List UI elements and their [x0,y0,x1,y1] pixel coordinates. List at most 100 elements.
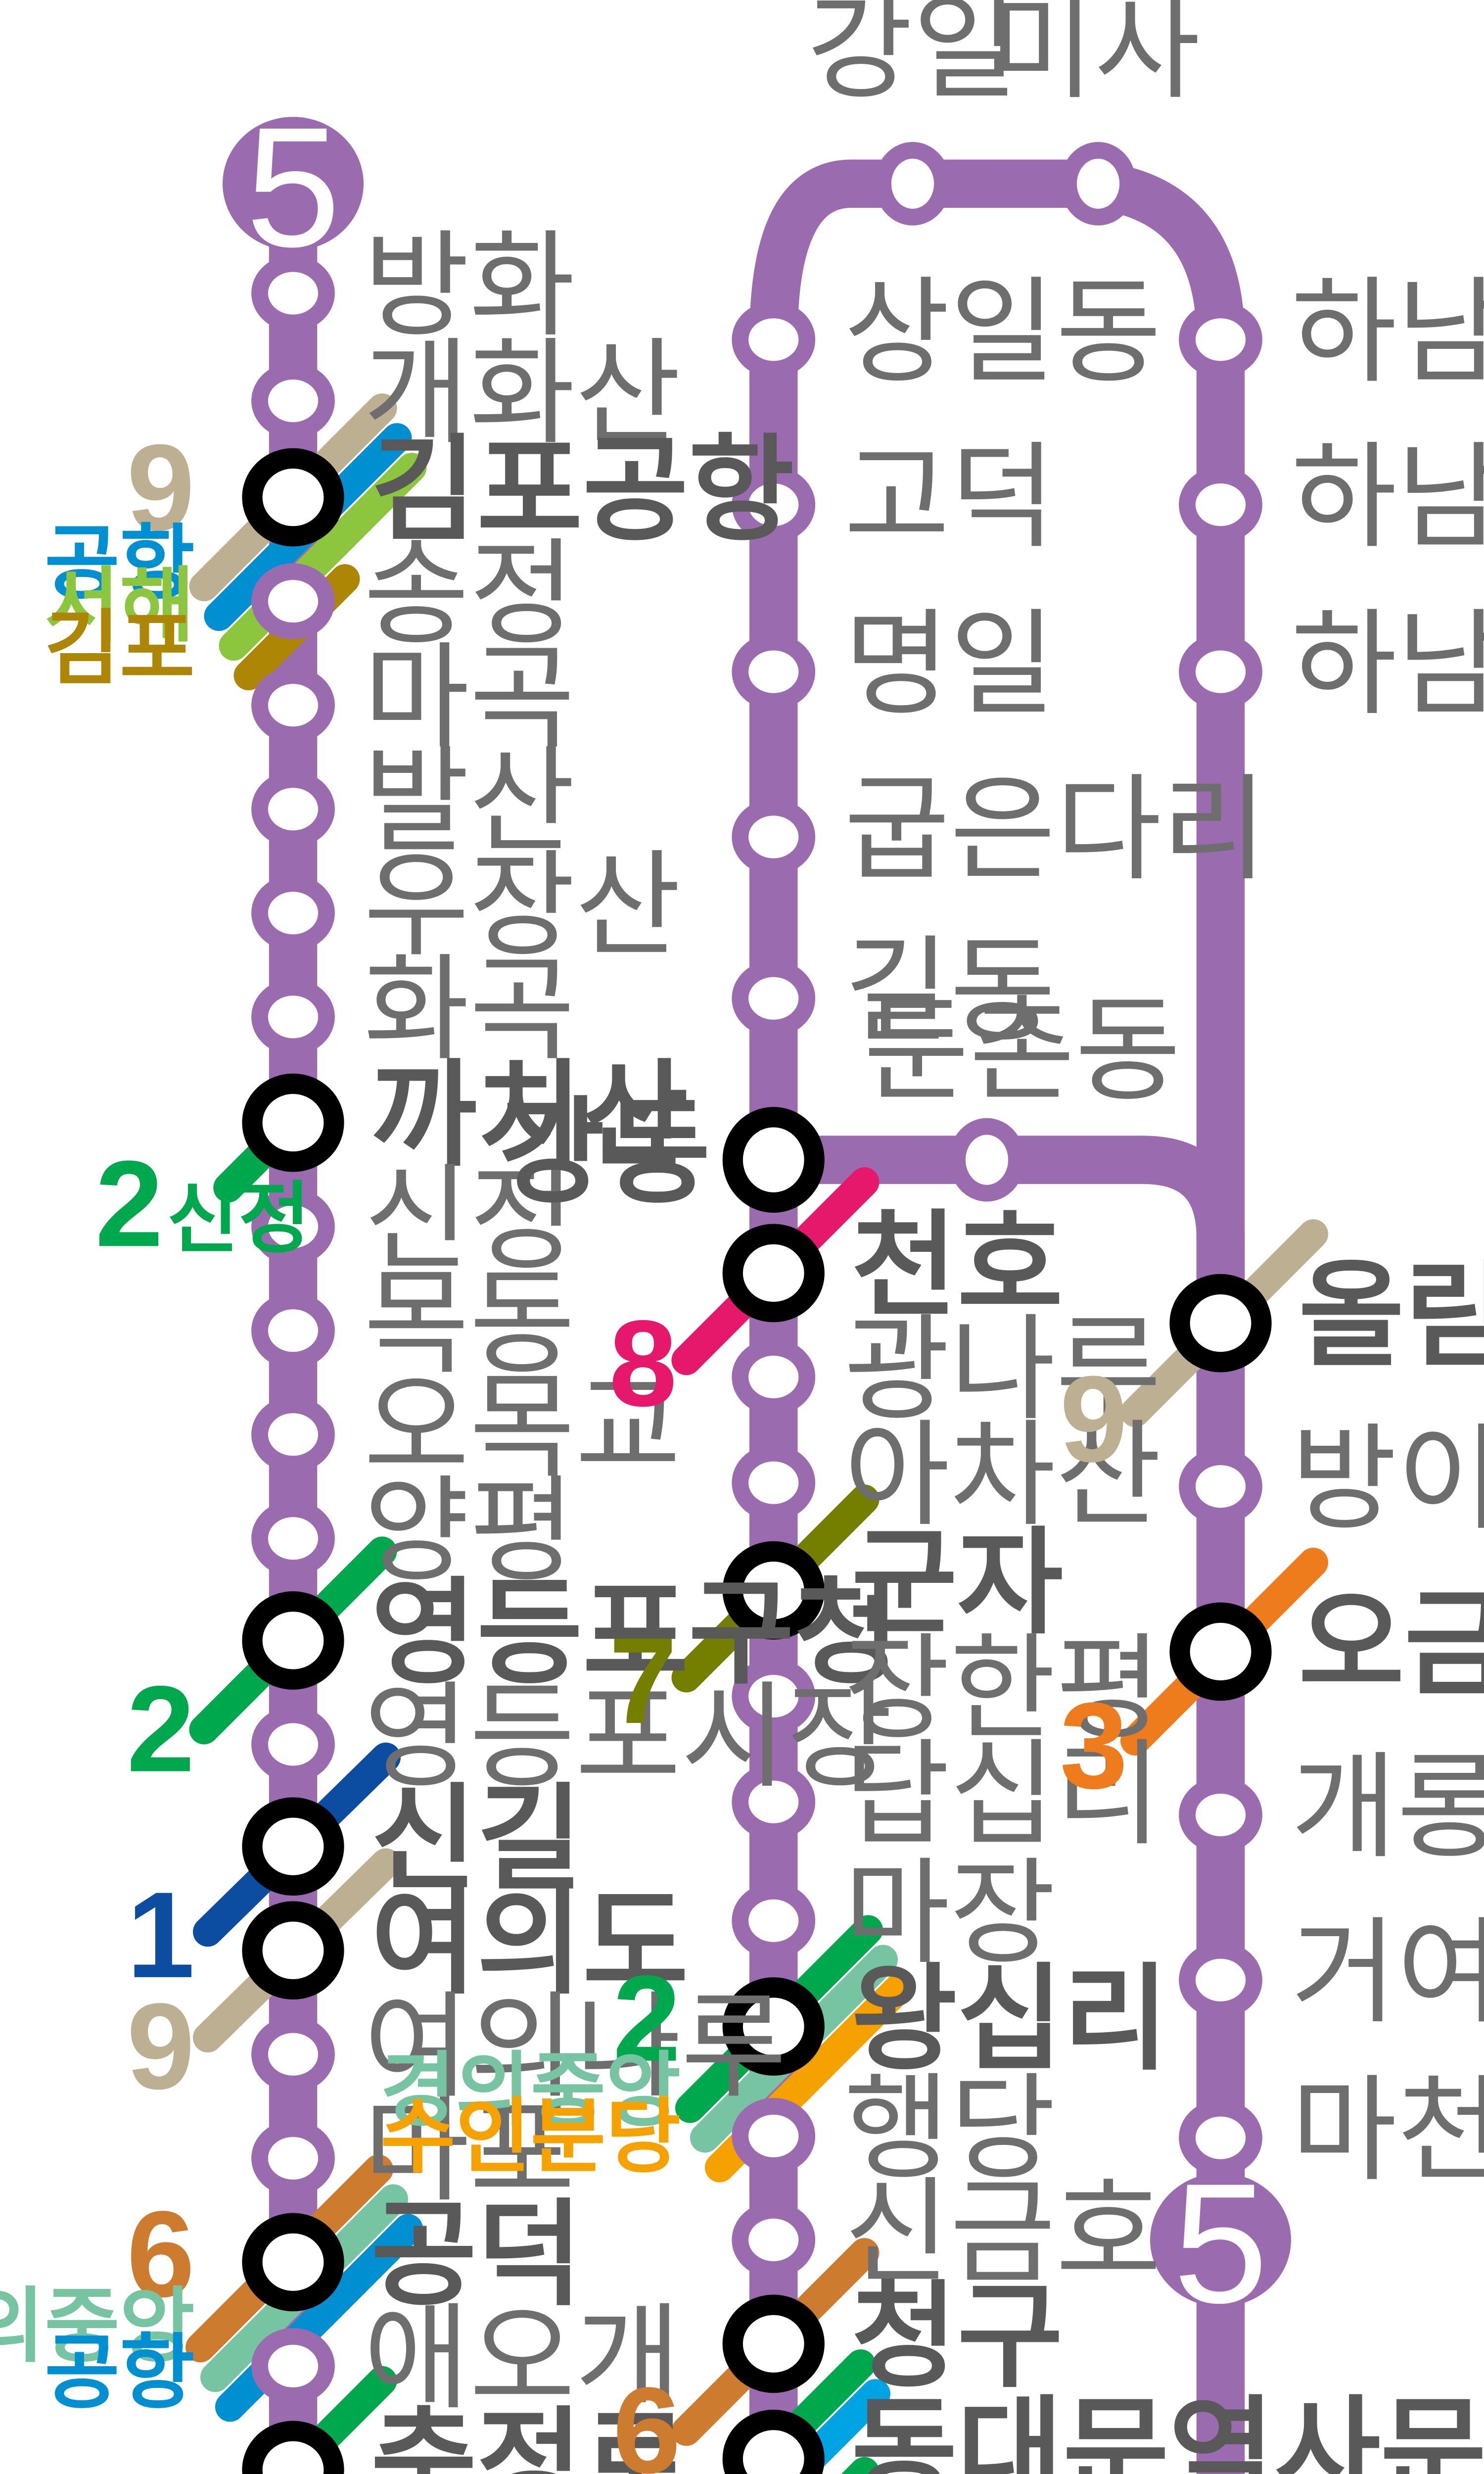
station-dot-magok[interactable] [251,667,335,744]
station-label-misa: 미사 [989,0,1201,113]
station-label-myeongil: 명일 [844,601,1056,729]
station-label-mokdong: 목동 [364,1259,575,1387]
transfer-label-ogeum-line3[interactable]: 3 [1060,1677,1128,1814]
station-dot-ogeum[interactable] [1169,1602,1272,1701]
station-dot-hanam-pungsan[interactable] [1179,301,1262,378]
station-dot-gwangnaru[interactable] [732,1338,816,1415]
station-label-sangildong: 상일동 [844,269,1161,397]
station-label-hwagok: 화곡 [364,946,575,1074]
transfer-label-gimpo-airport-gimpo[interactable]: 김포 [45,603,195,694]
station-dot-yeouinaru[interactable] [251,2016,335,2093]
station-label-omokgyo: 오목교 [364,1363,681,1491]
station-dot-gangil[interactable] [875,142,951,226]
station-dot-bangi[interactable] [1179,1448,1262,1525]
station-dot-gaehwasan[interactable] [251,363,335,439]
transfer-label-dongdaemun-line6[interactable]: 6 [613,2362,681,2474]
station-label-gaerong: 개롱 [1291,1744,1484,1872]
transfer-label-gongdeok-airport[interactable]: 공항 [45,2327,195,2418]
station-dot-dongdaemun-history-culture-park[interactable] [722,2410,825,2474]
station-label-haengdang: 행당 [844,2065,1056,2193]
station-dot-olympic-park[interactable] [1169,1274,1272,1373]
station-label-songjeong: 송정 [364,530,575,658]
station-dot-singil[interactable] [242,1797,344,1896]
transfer-label-kkachisan-sinjeong[interactable]: 신정 [167,1175,311,1262]
station-dot-geoyeo[interactable] [1179,1942,1262,2018]
transfer-label-wangsimni-suinbundang[interactable]: 수인분당 [380,2091,681,2182]
station-dot-balsan[interactable] [251,771,335,848]
station-dot-gongdeok[interactable] [242,2213,344,2312]
station-label-ogeum: 오금 [1298,1580,1484,1709]
terminus-badge-macheon: 5 [1150,2148,1291,2339]
station-dot-macheon[interactable] [1179,2099,1262,2176]
station-dot-misa[interactable] [1060,142,1136,226]
transfer-label-kkachisan-line2[interactable]: 2 [95,1136,163,1272]
station-dot-gildong[interactable] [732,960,816,1037]
transfer-label-yeongdeungpo-gu-office-line2[interactable]: 2 [127,1661,195,1798]
station-dot-myeongil[interactable] [732,633,816,710]
station-label-gunja: 군자 [851,1519,1063,1647]
station-dot-dunchondong[interactable] [949,1118,1025,1202]
station-dot-mapo[interactable] [251,2120,335,2196]
station-dot-godeok[interactable] [732,467,816,543]
transfer-label-yeouido-line9[interactable]: 9 [127,1978,195,2115]
station-labels-west: 방화 개화산 김포공항 송정 마곡 발산 우장산 화곡 까치산 신정 목동 오목… [364,222,900,2474]
transfer-label-gongdeok-gyeongui[interactable]: 경의중앙 [0,2281,195,2372]
transfer-label-gimpo-airport-airport[interactable]: 공항 [45,518,195,609]
station-dot-wangsimni[interactable] [722,1977,825,2076]
station-dot-yeouido[interactable] [242,1901,344,2000]
station-dot-yeongdeungpo-gu-office[interactable] [242,1591,344,1690]
transfer-label-gunja-line7[interactable]: 7 [609,1613,677,1749]
station-dot-gubeundari[interactable] [732,799,816,875]
station-dot-dapsimni[interactable] [732,1763,816,1840]
transfer-label-gongdeok-line6[interactable]: 6 [127,2186,195,2323]
transfer-label-gimpo-airport-line9[interactable]: 9 [127,419,195,556]
transfer-label-singil-line1[interactable]: 1 [127,1867,195,2003]
station-dot-hwagok[interactable] [251,979,335,1055]
transfer-labels: 9 공항 서해 김포 2 신정 2 1 9 6 경의중앙 공항 2 1 3 8 … [0,419,1128,2474]
station-dot-hanam-city-hall[interactable] [1179,467,1262,543]
station-dot-gaerong[interactable] [1179,1777,1262,1853]
terminus-badges: 5 5 5 [223,92,1291,2339]
station-label-sinjeong: 신정 [364,1155,575,1284]
station-dot-gangdong[interactable] [722,1107,825,1213]
station-dot-banghwa[interactable] [251,255,335,332]
station-dot-yangpyeong[interactable] [251,1500,335,1577]
station-label-ujangsan: 우장산 [364,842,681,970]
station-dot-cheonho[interactable] [722,1224,825,1323]
station-label-janghanpyeong: 장한평 [844,1625,1161,1753]
transfer-label-gimpo-airport-seohae[interactable]: 서해 [45,560,195,651]
station-dot-gunja[interactable] [722,1541,825,1640]
station-dot-singeumho[interactable] [732,2201,816,2278]
station-labels-center: 강일 미사 상일동 고덕 명일 굽은다리 길동 강동 천호 광나루 아차산 군자… [499,0,1484,2474]
track-macheon-branch [749,1136,1245,2264]
transfer-label-dongdaemun-line2[interactable]: 2 [613,2451,681,2474]
transfer-label-wangsimni-line2[interactable]: 2 [613,1951,681,2087]
station-label-geoyeo: 거여 [1291,1909,1484,2037]
station-dot-haengdang[interactable] [732,2097,816,2174]
station-dot-achasan[interactable] [732,1444,816,1521]
station-dot-cheonggu[interactable] [722,2294,825,2393]
station-label-dunchondong: 둔촌동 [863,987,1181,1115]
station-labels-hanam: 하남풍산 하남시청 하남검단산 [1291,269,1484,729]
station-dot-hanam-geomdansan[interactable] [1179,633,1262,710]
transfer-label-wangsimni-gyeongui[interactable]: 경의중앙 [380,2045,681,2136]
stations-macheon [949,1118,1272,2176]
station-dot-yeongdeungpo-market[interactable] [251,1706,335,1783]
transfer-label-cheonho-line8[interactable]: 8 [609,1295,677,1432]
station-dot-ujangsan[interactable] [251,875,335,952]
station-dot-sangildong[interactable] [732,301,816,378]
station-dot-mokdong[interactable] [251,1292,335,1369]
station-dot-omokgyo[interactable] [251,1396,335,1473]
station-dot-aeogae[interactable] [251,2328,335,2404]
station-dot-kkachisan[interactable] [242,1073,344,1172]
station-dot-janghanpyeong[interactable] [732,1658,816,1734]
station-dot-gimpo-airport[interactable] [242,448,344,547]
station-dot-songjeong[interactable] [251,563,335,640]
station-dot-sinjeong[interactable] [251,1189,335,1265]
transfer-label-olympic-park-line9[interactable]: 9 [1060,1351,1128,1487]
station-label-hanam-pungsan: 하남풍산 [1291,269,1484,397]
station-dot-majang[interactable] [732,1882,816,1959]
station-dot-chungjeongno[interactable] [242,2421,344,2474]
